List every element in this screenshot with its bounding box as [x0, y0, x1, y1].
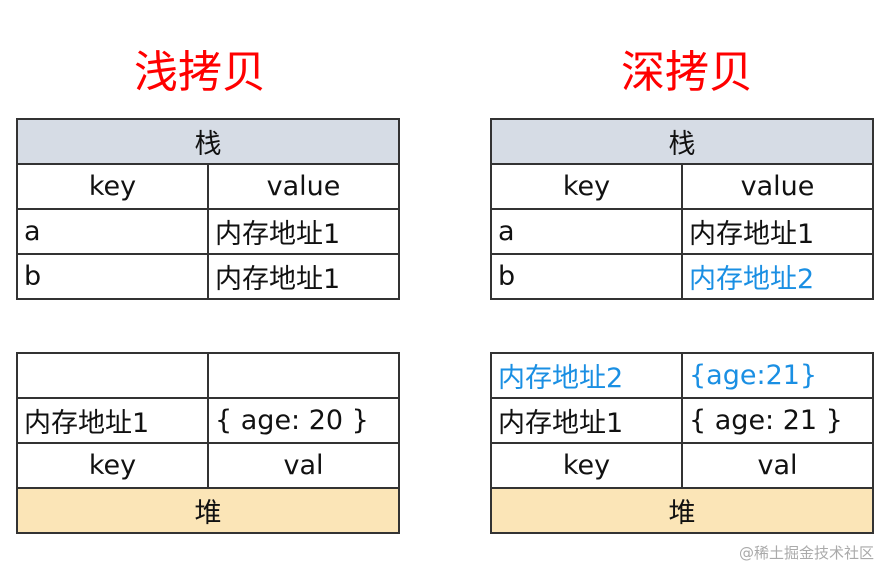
cell-value: 内存地址1	[207, 253, 400, 300]
cell-key: 内存地址1	[16, 397, 209, 444]
table-row: 内存地址2{age:21}	[490, 352, 874, 399]
column-header-val: val	[681, 442, 874, 489]
cell-value-highlighted: {age:21}	[681, 352, 874, 399]
stack-header: 栈	[490, 118, 874, 165]
cell-key-highlighted: 内存地址2	[490, 352, 683, 399]
column-header-key: key	[490, 163, 683, 210]
column-header-value: value	[681, 163, 874, 210]
heap-header: 堆	[490, 487, 874, 534]
cell-value: { age: 21 }	[681, 397, 874, 444]
watermark: @稀土掘金技术社区	[738, 544, 874, 562]
cell-key	[16, 352, 209, 399]
column-header-key: key	[490, 442, 683, 489]
cell-key: a	[490, 208, 683, 255]
cell-key: b	[16, 253, 209, 300]
deep-copy-title: 深拷贝	[621, 47, 753, 98]
cell-value: 内存地址1	[207, 208, 400, 255]
cell-key: a	[16, 208, 209, 255]
column-header-key: key	[16, 163, 209, 210]
column-header-value: value	[207, 163, 400, 210]
cell-value: { age: 20 }	[207, 397, 400, 444]
cell-value-highlighted: 内存地址2	[681, 253, 874, 300]
cell-key: 内存地址1	[490, 397, 683, 444]
cell-key: b	[490, 253, 683, 300]
heap-header: 堆	[16, 487, 400, 534]
cell-value	[207, 352, 400, 399]
table-row: 内存地址1{ age: 20 }	[16, 397, 400, 444]
table-row	[16, 352, 400, 399]
column-header-val: val	[207, 442, 400, 489]
stack-header: 栈	[16, 118, 400, 165]
column-header-key: key	[16, 442, 209, 489]
cell-value: 内存地址1	[681, 208, 874, 255]
shallow-copy-title: 浅拷贝	[134, 47, 266, 98]
table-row: 内存地址1{ age: 21 }	[490, 397, 874, 444]
